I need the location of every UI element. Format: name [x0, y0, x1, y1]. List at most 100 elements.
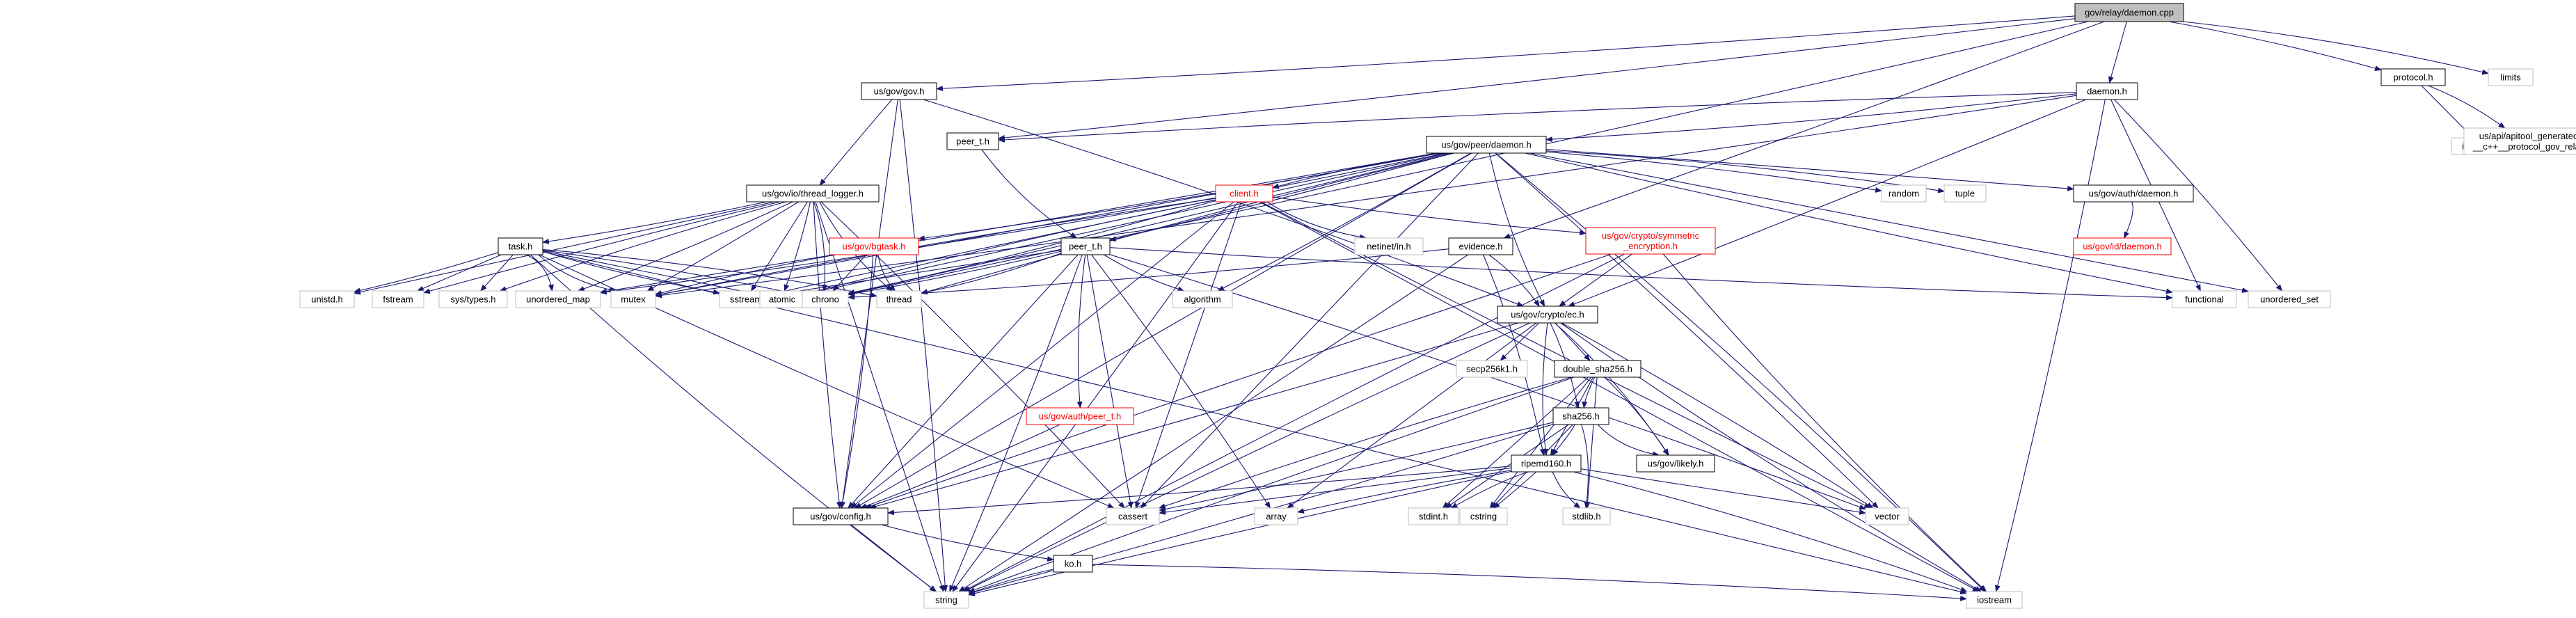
edge-peer_daemon-to-cryptoec: [1488, 152, 1545, 307]
node-limits: limits: [2488, 68, 2534, 86]
edge-peer_daemon-to-iostream: [1495, 152, 1986, 592]
node-bgtask[interactable]: us/gov/bgtask.h: [829, 237, 919, 255]
edge-peer_t_mid-to-auth_peer: [1076, 254, 1086, 409]
node-box-evidence[interactable]: [1448, 237, 1513, 255]
node-task_h[interactable]: task.h: [498, 237, 543, 255]
edge-peer_daemon-to-atomic: [804, 152, 1449, 296]
node-box-ko_h[interactable]: [1053, 555, 1093, 573]
edge-config-to-ko_h: [881, 524, 1054, 562]
node-peer_daemon[interactable]: us/gov/peer/daemon.h: [1426, 136, 1547, 154]
node-ripemd[interactable]: ripemd160.h: [1511, 454, 1582, 473]
edge-gov_h-to-thread_logger: [819, 99, 893, 186]
node-auth_daemon[interactable]: us/gov/auth/daemon.h: [2073, 184, 2194, 203]
node-box-iostream: [1966, 591, 2023, 609]
node-box-sha256[interactable]: [1552, 407, 1609, 425]
node-box-id_daemon[interactable]: [2073, 237, 2172, 255]
edge-task_h-to-thread: [542, 248, 877, 298]
node-label-client_h: client.h: [1230, 189, 1258, 199]
node-stdlib: stdlib.h: [1562, 507, 1611, 525]
node-auth_peer[interactable]: us/gov/auth/peer_t.h: [1026, 407, 1134, 425]
node-thread_logger[interactable]: us/gov/io/thread_logger.h: [746, 184, 880, 203]
node-symenc[interactable]: us/gov/crypto/symmetric_encryption.h: [1585, 227, 1716, 255]
node-ko_h[interactable]: ko.h: [1053, 555, 1093, 573]
node-box-array: [1254, 507, 1298, 525]
node-client_h[interactable]: client.h: [1215, 184, 1273, 203]
node-unordered_map: unordered_map: [515, 290, 601, 308]
edge-double_sha-to-stdint: [1442, 377, 1589, 509]
node-box-task_h[interactable]: [498, 237, 543, 255]
node-sha256[interactable]: sha256.h: [1552, 407, 1609, 425]
node-algorithm: algorithm: [1172, 290, 1233, 308]
node-label-stdint: stdint.h: [1419, 512, 1448, 522]
node-box-symenc[interactable]: [1585, 227, 1716, 255]
node-box-config[interactable]: [793, 507, 889, 525]
edge-peer_t_mid-to-chrono: [848, 251, 1062, 296]
edge-evidence-to-string: [958, 254, 1469, 592]
node-box-client_h[interactable]: [1215, 184, 1273, 203]
node-box-peer_t_top[interactable]: [946, 132, 999, 150]
edge-task_h-to-atomic: [542, 250, 761, 296]
node-label-root: gov/relay/daemon.cpp: [2085, 8, 2174, 18]
node-box-cstring: [1459, 507, 1508, 525]
edge-peer_daemon-to-algorithm: [1217, 152, 1472, 292]
edge-client_h-to-chrono: [848, 200, 1216, 295]
edge-client_h-to-iostream: [1259, 201, 1980, 592]
node-box-peer_daemon[interactable]: [1426, 136, 1547, 154]
node-box-gov_h[interactable]: [861, 82, 937, 100]
edge-client_h-to-atomic: [804, 199, 1216, 296]
edge-ripemd-to-iostream: [1573, 471, 1968, 592]
edge-root-to-protocol_h: [2168, 21, 2382, 71]
edge-double_sha-to-cassert: [1158, 377, 1572, 509]
node-box-systypes: [438, 290, 508, 308]
node-box-protocol_h[interactable]: [2380, 68, 2446, 86]
node-likely[interactable]: us/gov/likely.h: [1636, 454, 1715, 473]
node-box-daemon_h[interactable]: [2076, 82, 2138, 100]
edge-peer_t_mid-to-config: [848, 254, 1079, 509]
edge-peer_daemon-to-unordered_map: [600, 152, 1436, 294]
edge-client_h-to-symenc: [1272, 196, 1587, 236]
node-box-peer_t_mid[interactable]: [1060, 237, 1111, 255]
nodes-layer: gov/relay/daemon.cpp us/gov/gov.h peer_t.h…: [299, 3, 2576, 609]
edge-peer_daemon-to-auth_daemon: [1545, 148, 2074, 191]
node-gov_h[interactable]: us/gov/gov.h: [861, 82, 937, 100]
node-label-string: string: [935, 595, 957, 605]
edge-auth_daemon-to-id_daemon: [2124, 201, 2133, 239]
node-box-bgtask[interactable]: [829, 237, 919, 255]
node-box-string: [923, 591, 969, 609]
node-evidence[interactable]: evidence.h: [1448, 237, 1513, 255]
node-box-likely[interactable]: [1636, 454, 1715, 473]
node-cryptoec[interactable]: us/gov/crypto/ec.h: [1497, 306, 1598, 324]
node-label-systypes: sys/types.h: [450, 294, 495, 305]
node-label-sstream: sstream: [730, 294, 762, 305]
node-box-auth_daemon[interactable]: [2073, 184, 2194, 203]
edge-daemon_h-to-unordered_set: [2114, 99, 2283, 292]
node-label-symenc: us/gov/crypto/symmetric: [1602, 230, 1700, 241]
node-root: gov/relay/daemon.cpp: [2074, 3, 2184, 22]
node-id_daemon[interactable]: us/gov/id/daemon.h: [2073, 237, 2172, 255]
edge-double_sha-to-likely: [1604, 377, 1669, 456]
edge-peer_t_mid-to-string: [949, 254, 1083, 592]
node-daemon_h[interactable]: daemon.h: [2076, 82, 2138, 100]
edge-peer_daemon-to-peer_t_mid: [1109, 152, 1454, 241]
node-box-double_sha[interactable]: [1554, 360, 1641, 378]
edge-gov_h-to-config: [839, 99, 898, 509]
node-peer_t_top[interactable]: peer_t.h: [946, 132, 999, 150]
node-box-cryptoec[interactable]: [1497, 306, 1598, 324]
node-protocol_h[interactable]: protocol.h: [2380, 68, 2446, 86]
node-label-chrono: chrono: [811, 294, 839, 305]
node-box-auth_peer[interactable]: [1026, 407, 1134, 425]
node-box-unistd: [299, 290, 355, 308]
edge-ripemd-to-cassert: [1159, 467, 1512, 515]
edge-sha256-to-cassert: [1159, 422, 1554, 512]
edge-thread_logger-to-systypes: [499, 201, 786, 292]
node-double_sha[interactable]: double_sha256.h: [1554, 360, 1641, 378]
node-peer_t_mid[interactable]: peer_t.h: [1060, 237, 1111, 255]
node-config[interactable]: us/gov/config.h: [793, 507, 889, 525]
node-secp256k1: secp256k1.h: [1456, 360, 1528, 378]
node-box-ripemd[interactable]: [1511, 454, 1582, 473]
edge-cryptoec-to-string: [963, 322, 1530, 592]
edge-bgtask-to-thread: [877, 254, 896, 292]
node-box-unordered_set: [2248, 290, 2331, 308]
node-box-thread_logger[interactable]: [746, 184, 880, 203]
